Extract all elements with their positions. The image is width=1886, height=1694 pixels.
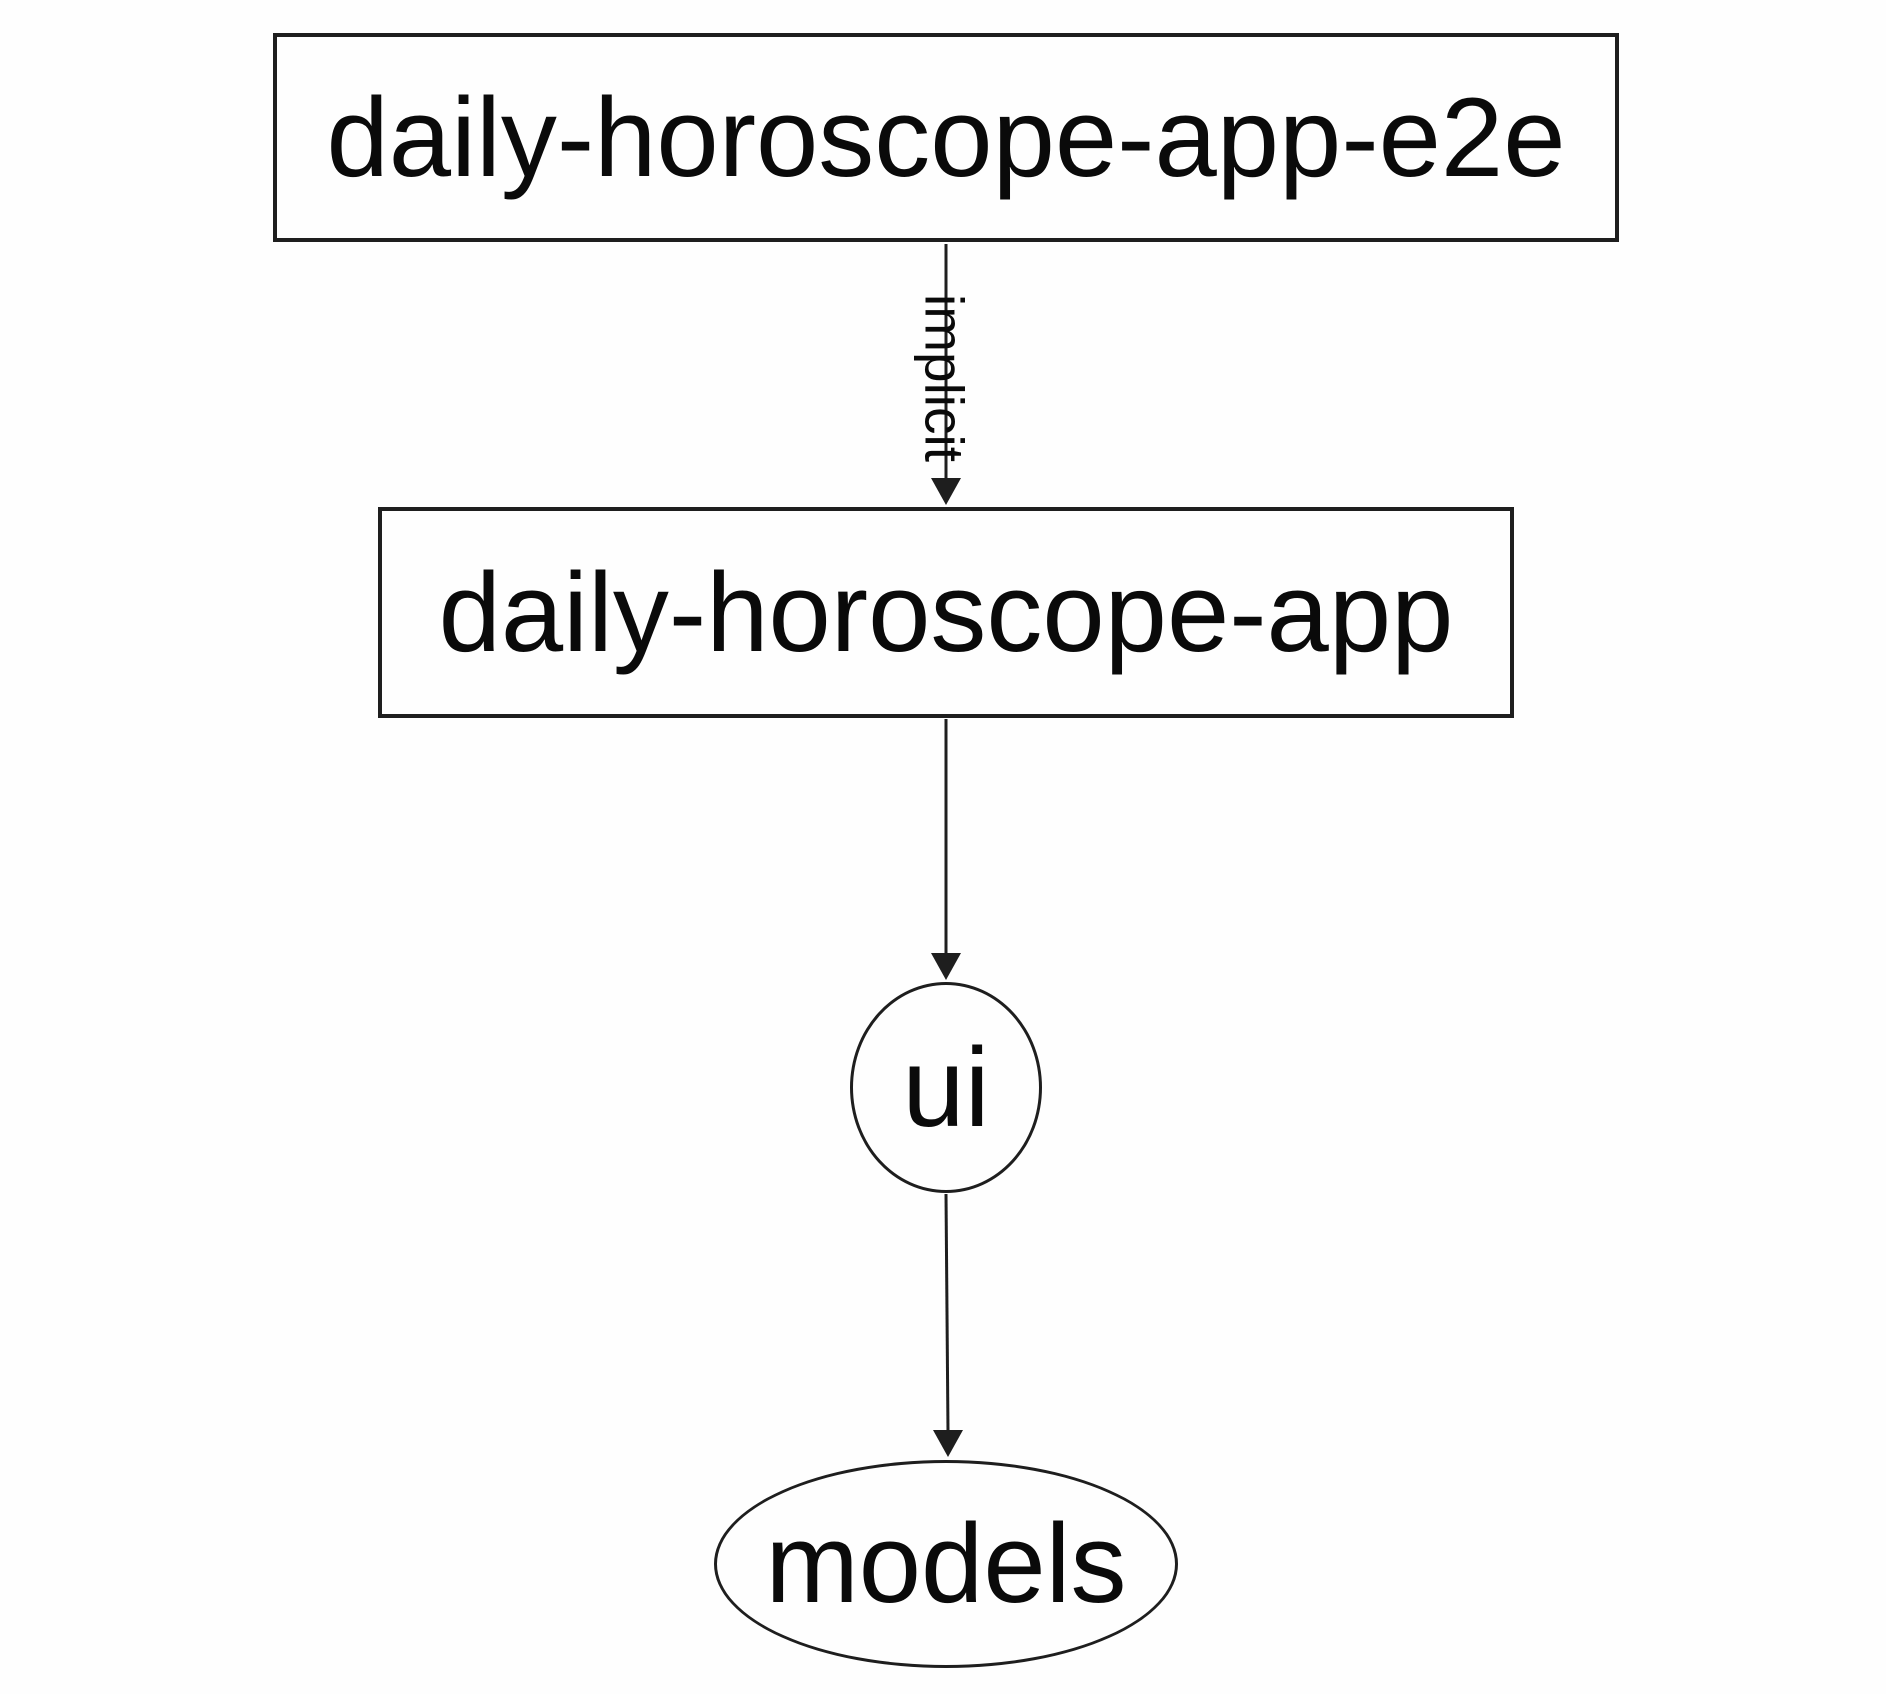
edge-ui-to-models	[933, 1193, 963, 1457]
arrowhead-icon	[933, 1430, 963, 1457]
node-ui[interactable]: ui	[850, 982, 1042, 1193]
node-label: daily-horoscope-app-e2e	[326, 74, 1566, 200]
edge-label-implicit: implicit	[913, 293, 976, 463]
node-models[interactable]: models	[714, 1460, 1178, 1668]
node-daily-horoscope-app[interactable]: daily-horoscope-app	[378, 507, 1514, 718]
edge-app-to-ui	[931, 719, 961, 980]
node-label: models	[765, 1501, 1127, 1626]
node-label: daily-horoscope-app	[438, 549, 1454, 675]
arrowhead-icon	[931, 478, 961, 505]
edge-line	[944, 1193, 950, 1433]
node-daily-horoscope-app-e2e[interactable]: daily-horoscope-app-e2e	[273, 33, 1619, 242]
edge-e2e-to-app	[931, 244, 961, 505]
node-label: ui	[902, 1024, 990, 1150]
arrowhead-icon	[931, 953, 961, 980]
